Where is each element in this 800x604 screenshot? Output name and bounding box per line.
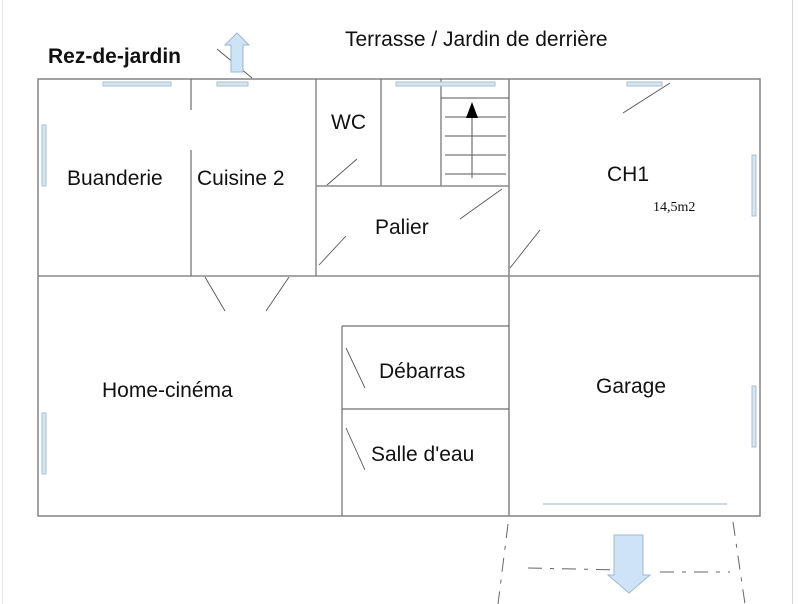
- door-debarras: [345, 347, 366, 389]
- door-palier-right: [459, 188, 503, 220]
- window-garage-right: [751, 385, 757, 448]
- window-ch1-right: [751, 154, 757, 217]
- door-swings: [204, 48, 671, 471]
- room-wc: WC: [331, 111, 366, 134]
- door-buanderie-bottom: [204, 276, 226, 312]
- door-cuisine-bottom: [265, 276, 290, 312]
- room-garage: Garage: [596, 375, 667, 398]
- floor-title: Rez-de-jardin: [48, 45, 182, 68]
- window-stairs-top: [395, 81, 496, 87]
- window-home-cinema-left: [41, 412, 47, 475]
- page-right-border: [792, 0, 793, 604]
- driveway: [497, 521, 746, 604]
- up-arrow-icon: [223, 32, 251, 73]
- window-buanderie-left: [41, 124, 47, 187]
- room-home-cinema: Home-cinéma: [102, 379, 233, 402]
- door-wc: [326, 158, 358, 186]
- room-salle-eau: Salle d'eau: [371, 443, 475, 466]
- room-ch1: CH1: [607, 163, 650, 186]
- page-left-border: [2, 0, 3, 604]
- exterior-top-label: Terrasse / Jardin de derrière: [345, 28, 608, 51]
- door-palier-left: [318, 235, 347, 266]
- stairs-up-arrow-icon: [466, 102, 478, 118]
- window-cuisine-top: [216, 81, 249, 87]
- room-palier: Palier: [375, 216, 429, 239]
- room-buanderie: Buanderie: [67, 167, 163, 190]
- staircase: [441, 97, 509, 178]
- door-ch1-top: [622, 82, 671, 114]
- window-buanderie-top: [102, 81, 172, 87]
- room-ch1-area: 14,5m2: [653, 200, 696, 215]
- room-cuisine-2: Cuisine 2: [197, 167, 285, 190]
- room-debarras: Débarras: [379, 360, 466, 383]
- down-arrow-icon: [606, 534, 652, 594]
- outer-walls: [37, 78, 761, 517]
- door-ch1-left: [509, 229, 541, 269]
- window-ch1-top: [626, 81, 663, 87]
- door-salle-eau: [345, 427, 366, 471]
